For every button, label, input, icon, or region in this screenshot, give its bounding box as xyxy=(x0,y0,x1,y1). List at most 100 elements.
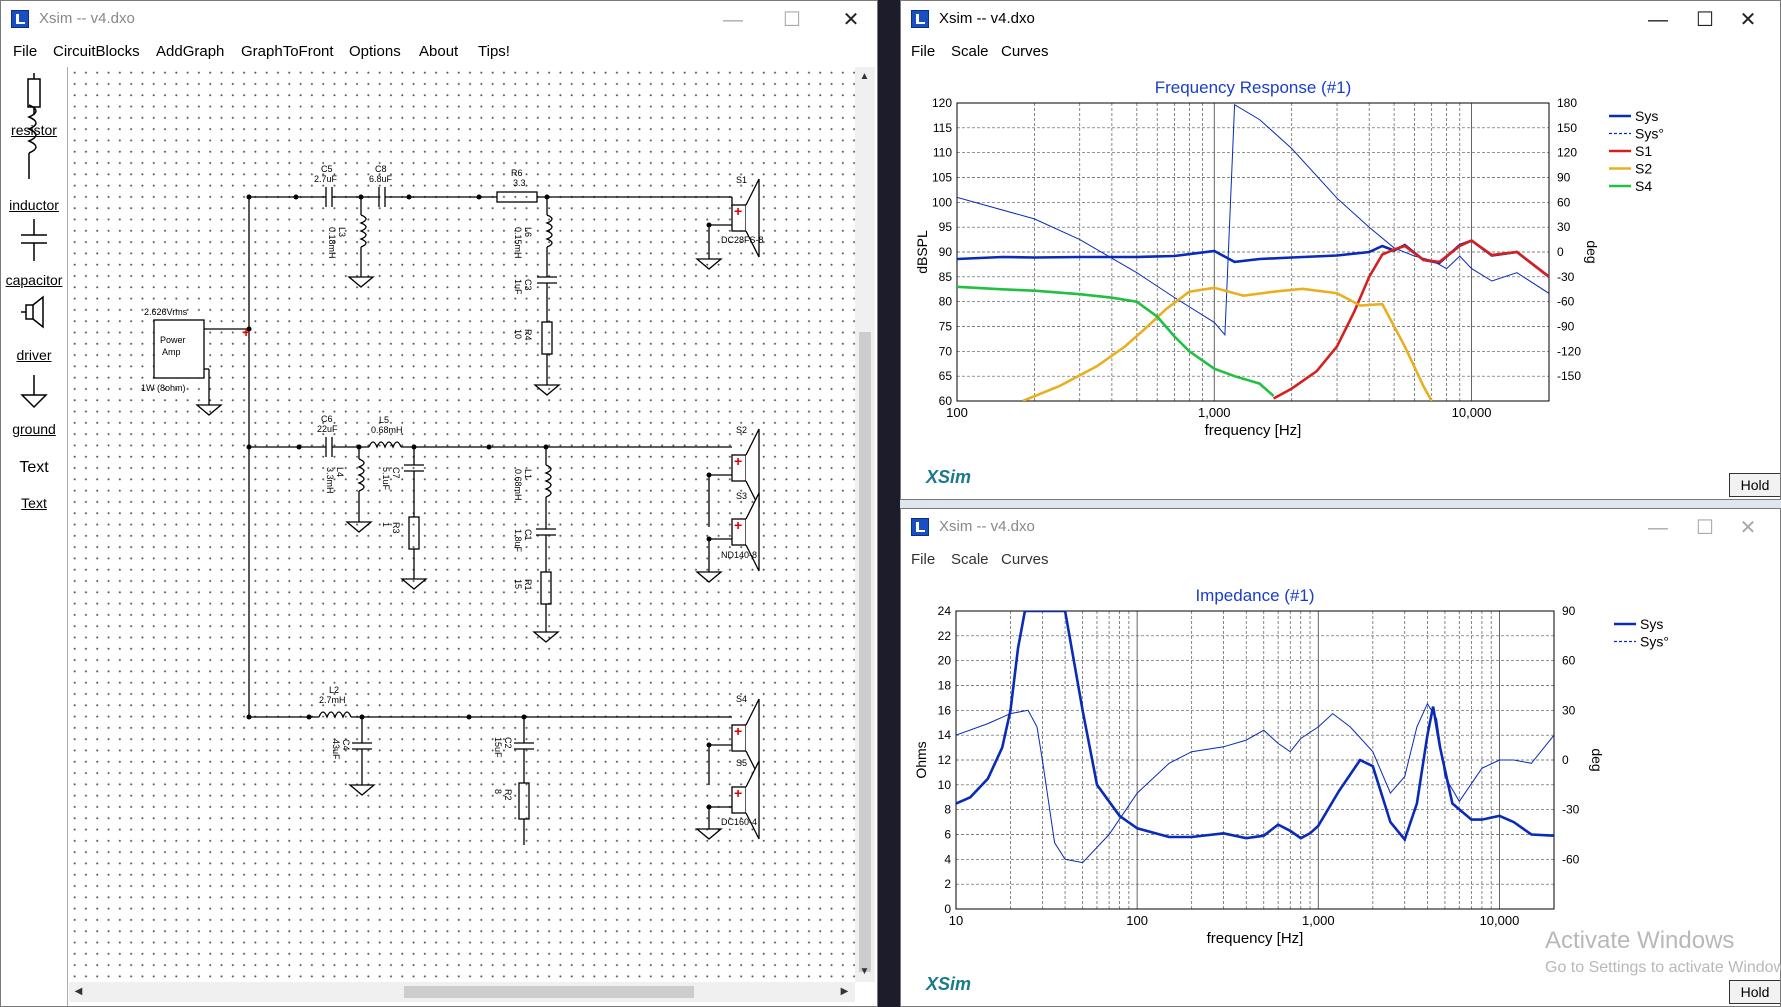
minimize-button[interactable]: — xyxy=(1648,9,1668,31)
palette-driver[interactable]: driver xyxy=(16,347,52,363)
palette-text[interactable]: Text xyxy=(21,495,47,511)
y-tick-label: 95 xyxy=(939,220,953,234)
menu-scale[interactable]: Scale xyxy=(951,43,989,60)
svg-text:+: + xyxy=(734,785,742,801)
y-tick-label: 12 xyxy=(938,753,952,767)
palette-text-box[interactable]: Text xyxy=(19,459,49,476)
power-amp-block xyxy=(153,319,205,379)
schematic-window: Xsim -- v4.dxo — ☐ ✕ File CircuitBlocks … xyxy=(0,0,878,1007)
menu-circuitblocks[interactable]: CircuitBlocks xyxy=(53,43,140,60)
close-button[interactable]: ✕ xyxy=(1739,9,1757,31)
menu-curves[interactable]: Curves xyxy=(1001,551,1049,568)
y2-tick-label: 150 xyxy=(1557,121,1577,135)
menu-tips[interactable]: Tips! xyxy=(478,43,510,60)
xsim-logo: XSim xyxy=(926,974,972,994)
y-tick-label: 8 xyxy=(944,803,951,817)
driver-polarity: +++++ + xyxy=(242,203,742,801)
y2-tick-label: -60 xyxy=(1562,852,1580,866)
y-tick-label: 18 xyxy=(938,679,952,693)
svg-text:+: + xyxy=(734,203,742,219)
y-tick-label: 105 xyxy=(932,171,952,185)
menu-file[interactable]: File xyxy=(911,43,936,60)
component-ref: L4 xyxy=(335,467,345,477)
component-ref: C3 xyxy=(523,279,533,291)
scroll-right-arrow[interactable]: ▶ xyxy=(840,986,849,997)
xsim-app-icon xyxy=(911,518,929,536)
y-tick-label: 120 xyxy=(932,96,952,110)
component-ref: R3 xyxy=(391,522,401,534)
series-line-sys xyxy=(956,611,1554,843)
legend-label: S2 xyxy=(1635,161,1652,177)
y-tick-label: 6 xyxy=(944,828,951,842)
chart-title: Impedance (#1) xyxy=(1195,586,1314,605)
driver-symbols xyxy=(731,178,760,840)
maximize-button[interactable]: ☐ xyxy=(1696,9,1714,31)
y-tick-label: 100 xyxy=(932,195,952,209)
menu-file[interactable]: File xyxy=(911,551,936,568)
y2-tick-label: 120 xyxy=(1557,146,1577,160)
amp-rating-label: 1W (8ohm) xyxy=(141,383,186,393)
xsim-app-icon xyxy=(911,10,929,28)
menu-curves[interactable]: Curves xyxy=(1001,43,1049,60)
maximize-button[interactable]: ☐ xyxy=(1696,517,1714,539)
freq-menubar: File Scale Curves xyxy=(901,39,1780,67)
vertical-scrollbar[interactable]: ▲ ▼ xyxy=(855,67,875,982)
y2-tick-label: -90 xyxy=(1557,320,1575,334)
menu-about[interactable]: About xyxy=(419,43,459,60)
horizontal-scrollbar[interactable]: ◀ ▶ xyxy=(69,982,855,1002)
y-tick-label: 24 xyxy=(938,604,952,618)
menu-scale[interactable]: Scale xyxy=(951,551,989,568)
legend-label: Sys xyxy=(1640,616,1663,632)
freq-titlebar[interactable]: Xsim -- v4.dxo — ☐ ✕ xyxy=(901,1,1780,39)
minimize-button[interactable]: — xyxy=(1648,517,1668,539)
schematic-canvas[interactable]: +++++ + 2.626Vrms Power Amp 1W (8ohm) C5… xyxy=(69,67,855,982)
component-value: 3.3mH xyxy=(325,467,335,494)
y-tick-label: 70 xyxy=(939,344,953,358)
legend-label: Sys° xyxy=(1640,634,1669,650)
close-button[interactable]: ✕ xyxy=(1739,517,1757,539)
inductor-icon xyxy=(27,104,37,179)
y2-tick-label: -120 xyxy=(1557,344,1581,358)
menu-file[interactable]: File xyxy=(13,43,38,60)
component-ref: C7 xyxy=(391,467,401,479)
y-tick-label: 85 xyxy=(939,270,953,284)
hold-button[interactable]: Hold xyxy=(1729,980,1780,1004)
x-axis-label: frequency [Hz] xyxy=(1205,422,1302,439)
component-value: 0.15mH xyxy=(513,227,523,259)
activate-windows-title: Activate Windows xyxy=(1545,927,1735,954)
driver-model: DC28FS-8 xyxy=(721,235,764,245)
component-ref: C5 xyxy=(321,164,333,174)
y2-tick-label: 0 xyxy=(1562,753,1569,767)
component-value: 2.7uF xyxy=(314,174,338,184)
vertical-scroll-thumb[interactable] xyxy=(859,332,871,972)
y-tick-label: 10 xyxy=(938,778,952,792)
scroll-down-arrow[interactable]: ▼ xyxy=(859,966,870,977)
y2-tick-label: -150 xyxy=(1557,369,1581,383)
scroll-left-arrow[interactable]: ◀ xyxy=(74,986,83,997)
palette-inductor[interactable]: inductor xyxy=(9,197,59,213)
component-value: 1 xyxy=(381,522,391,527)
component-value: 22uF xyxy=(317,424,338,434)
hold-button[interactable]: Hold xyxy=(1729,473,1780,497)
menu-graphtofront[interactable]: GraphToFront xyxy=(241,43,334,60)
close-button[interactable]: ✕ xyxy=(842,9,860,31)
scroll-up-arrow[interactable]: ▲ xyxy=(859,71,870,82)
x-axis-label: frequency [Hz] xyxy=(1207,930,1304,947)
maximize-button[interactable]: ☐ xyxy=(783,9,801,31)
menu-options[interactable]: Options xyxy=(349,43,401,60)
component-ref: L2 xyxy=(329,685,339,695)
menu-addgraph[interactable]: AddGraph xyxy=(156,43,225,60)
palette-capacitor[interactable]: capacitor xyxy=(5,272,63,288)
component-ref: C4 xyxy=(341,739,351,751)
component-value: 1uF xyxy=(513,279,523,295)
imp-titlebar[interactable]: Xsim -- v4.dxo — ☐ ✕ xyxy=(901,509,1780,547)
horizontal-scroll-thumb[interactable] xyxy=(404,986,694,998)
component-ref: R4 xyxy=(523,329,533,341)
palette-resistor[interactable]: resistor xyxy=(11,122,57,138)
y-axis-label: dBSPL xyxy=(914,230,930,274)
minimize-button[interactable]: — xyxy=(723,9,743,31)
palette-ground[interactable]: ground xyxy=(12,421,56,437)
component-value: 1.8uF xyxy=(513,529,523,553)
schematic-titlebar[interactable]: Xsim -- v4.dxo — ☐ ✕ xyxy=(1,1,877,39)
